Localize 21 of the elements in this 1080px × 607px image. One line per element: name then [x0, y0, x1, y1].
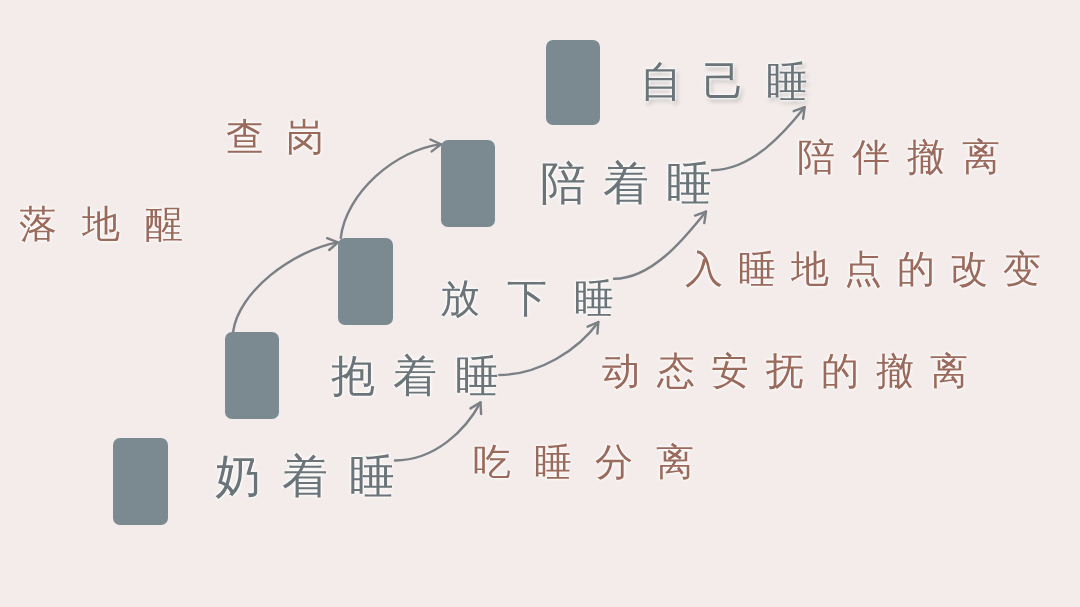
stage-label: 陪着睡 [540, 156, 712, 212]
edge-label: 陪伴撤离 [797, 135, 1000, 181]
edge-label: 吃睡分离 [473, 440, 694, 486]
edge-label: 动态安抚的撤离 [602, 349, 969, 395]
stage-label: 放下睡 [440, 274, 614, 322]
step-block [546, 40, 600, 125]
curved-arrow [612, 210, 708, 280]
step-block [225, 332, 279, 419]
edge-label: 落地醒 [19, 202, 183, 248]
curved-arrow [710, 106, 806, 172]
stage-label: 自己睡 [640, 56, 808, 108]
edge-label: 查岗 [226, 115, 324, 161]
step-block [441, 140, 495, 227]
curved-arrow [231, 237, 340, 334]
stage-label: 抱着睡 [331, 349, 499, 403]
edge-label: 入睡地点的改变 [685, 247, 1041, 293]
stage-label: 奶着睡 [215, 449, 395, 505]
step-block [113, 438, 168, 525]
step-block [338, 238, 393, 325]
curved-arrow [339, 139, 443, 240]
curved-arrow [393, 401, 482, 462]
